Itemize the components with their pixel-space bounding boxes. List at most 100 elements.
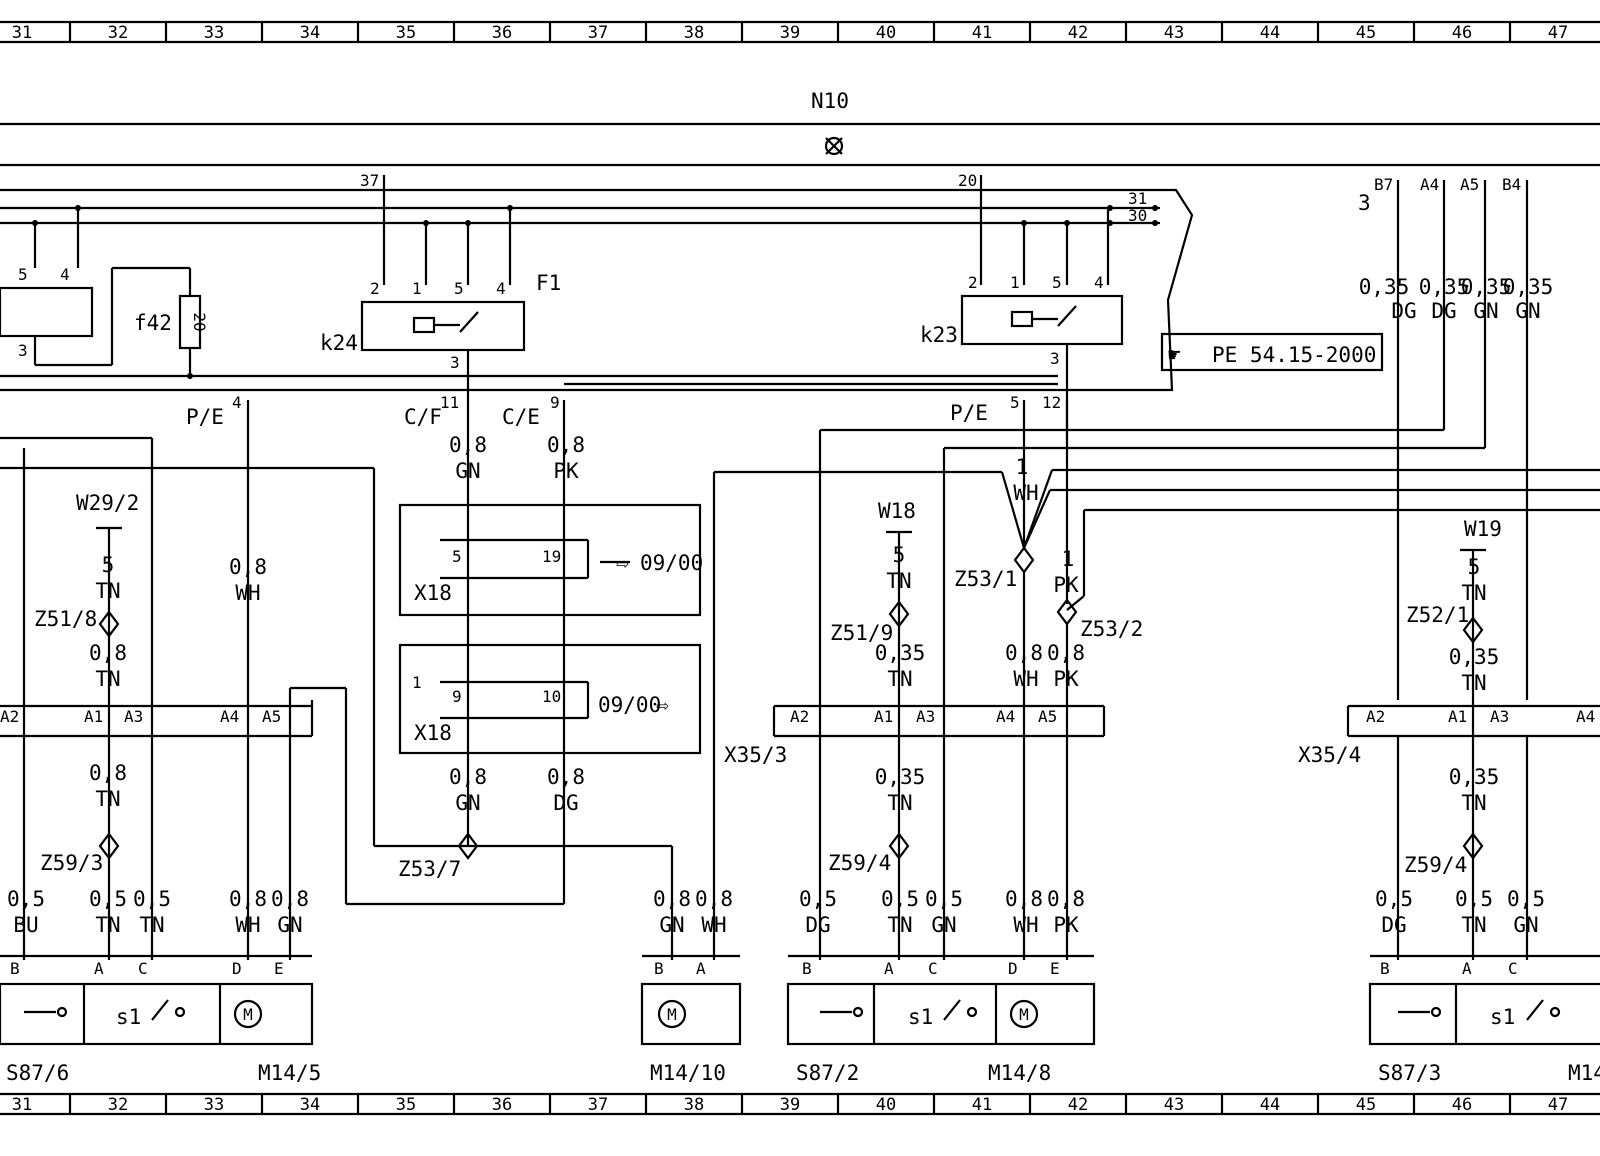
ruler-bottom-39: 39: [780, 1095, 800, 1115]
splice-icon: [457, 832, 479, 860]
fuse-rating: 20: [190, 312, 209, 331]
wl-1-wh-num: 1: [1016, 455, 1029, 479]
ruler-top-42: 42: [1068, 23, 1088, 43]
wl-m10-gn: GN: [659, 913, 684, 937]
switch-s1-c: s1: [1490, 1005, 1515, 1029]
ruler-bottom-36: 36: [492, 1095, 512, 1115]
relay-k23: 2 1 5 4 k23 3: [920, 208, 1124, 440]
component-s87-3: B A C s1 S87/3 M14: [1368, 954, 1600, 1085]
c1-pin-d: D: [232, 959, 242, 978]
wl-035-gn-a: 0,35: [1461, 275, 1512, 299]
splice-z59-4-b: Z59/4: [1404, 853, 1467, 877]
k24-pin-3: 3: [450, 353, 460, 372]
left-relay-pin-4: 4: [60, 265, 70, 284]
fuse-label: f42: [134, 311, 172, 335]
wl-w29-tn: TN: [95, 579, 120, 603]
wl-s2-tn: TN: [887, 913, 912, 937]
bar2-pin-a2: A2: [790, 707, 809, 726]
pin-ce-9: 9: [550, 393, 560, 412]
component-m14-10-label: M14/10: [650, 1061, 726, 1085]
wl-x18-gn: GN: [455, 791, 480, 815]
wl-m-wh: WH: [235, 913, 260, 937]
c4-pin-a: A: [1462, 959, 1472, 978]
wl-z519-035: 0,35: [875, 641, 926, 665]
k23-pin-4: 4: [1094, 273, 1104, 292]
relay-k24: 2 1 5 4 k24 F1 3: [320, 208, 561, 440]
wl-tn2: TN: [139, 913, 164, 937]
splice-z59-4-a: Z59/4: [828, 851, 891, 875]
connector-bar-1: A2 A1 A3 A4 A5: [0, 686, 564, 960]
wl-s3-gn: GN: [1513, 913, 1538, 937]
connector-pe-left: P/E: [186, 405, 224, 429]
bus-30-label: 30: [1128, 206, 1147, 225]
ruler-top-39: 39: [780, 23, 800, 43]
wl-z519-tn: TN: [887, 667, 912, 691]
connector-x18-a: 5 19 X18 ⇨ 09/00: [398, 503, 703, 617]
switch-s1-a: s1: [116, 1005, 141, 1029]
wl-dg-b: DG: [1431, 299, 1456, 323]
bar1-pin-a5: A5: [262, 707, 281, 726]
relay-k23-label: k23: [920, 323, 958, 347]
left-relay: 5 4 3: [0, 208, 190, 367]
ruler-top-34: 34: [300, 23, 320, 43]
k23-pin-1: 1: [1010, 273, 1020, 292]
arrow-target-a: 09/00: [640, 551, 703, 575]
wl-m10-gn-08: 0,8: [653, 887, 691, 911]
ruler-bottom-32: 32: [108, 1095, 128, 1115]
wl-z53-pk: PK: [1053, 667, 1079, 691]
pin-pe-12: 12: [1042, 393, 1061, 412]
left-relay-pin-3: 3: [18, 341, 28, 360]
motor-icon: M: [1009, 999, 1039, 1029]
wl-z53-wh: WH: [1013, 667, 1038, 691]
component-m14-cut: M14: [1568, 1061, 1600, 1085]
c3-pin-a: A: [884, 959, 894, 978]
ruler-top-36: 36: [492, 23, 512, 43]
wl-s2-pk: PK: [1053, 913, 1079, 937]
bar3-pin-a3: A3: [1490, 707, 1509, 726]
ruler-bottom-46: 46: [1452, 1095, 1472, 1115]
ruler-top-35: 35: [396, 23, 416, 43]
wl-cf-08: 0,8: [449, 433, 487, 457]
wl-bu-05: 0,5: [7, 887, 45, 911]
bar1-pin-a1: A1: [84, 707, 103, 726]
c3-pin-b: B: [802, 959, 812, 978]
module-pin-3: 3: [1358, 191, 1371, 215]
ruler-bottom-31: 31: [12, 1095, 32, 1115]
c2-pin-b: B: [654, 959, 664, 978]
component-m14-8: M14/8: [988, 1061, 1051, 1085]
splice-z53-7: Z53/7: [398, 857, 461, 881]
x18a-label: X18: [414, 581, 452, 605]
ground-w29-2: W29/2: [76, 491, 139, 515]
wl-ce-pk: PK: [553, 459, 579, 483]
c1-pin-e: E: [274, 959, 284, 978]
splice-icon: [888, 832, 910, 860]
ruler-top-47: 47: [1548, 23, 1568, 43]
ground-w18: W18: [878, 499, 916, 523]
ruler-top-46: 46: [1452, 23, 1472, 43]
component-s87-6-m14-5: B A C D E s1 M S87/6 M14/5: [0, 954, 321, 1085]
ruler-top-32: 32: [108, 23, 128, 43]
arrow-right-icon: ⇨: [656, 693, 669, 717]
left-relay-pin-5: 5: [18, 265, 28, 284]
module-label: N10: [811, 89, 849, 113]
ruler-bottom-44: 44: [1260, 1095, 1280, 1115]
wl-tn-05: 0,5: [89, 887, 127, 911]
wl-z52-035: 0,35: [1449, 645, 1500, 669]
pin-a4: A4: [1420, 175, 1439, 194]
splice-icon: [98, 610, 120, 638]
wl-x353-035: 0,35: [875, 765, 926, 789]
c3-pin-d: D: [1008, 959, 1018, 978]
bar2-pin-a4: A4: [996, 707, 1015, 726]
bar1-pin-a4: A4: [220, 707, 239, 726]
wl-pe-wh: WH: [235, 581, 260, 605]
wl-x353-tn: TN: [887, 791, 912, 815]
component-s87-6: S87/6: [6, 1061, 69, 1085]
x18b-pin-9: 9: [452, 687, 462, 706]
k24-pin-1: 1: [412, 279, 422, 298]
pin-a5: A5: [1460, 175, 1479, 194]
c4-pin-b: B: [1380, 959, 1390, 978]
pin-pe-4: 4: [232, 393, 242, 412]
wl-z53-pk-08: 0,8: [1047, 641, 1085, 665]
x18b-pin-10: 10: [542, 687, 561, 706]
top-ruler: 31 32 33 34 35 36 37 38 39 40 41 42 43 4…: [0, 20, 1600, 44]
